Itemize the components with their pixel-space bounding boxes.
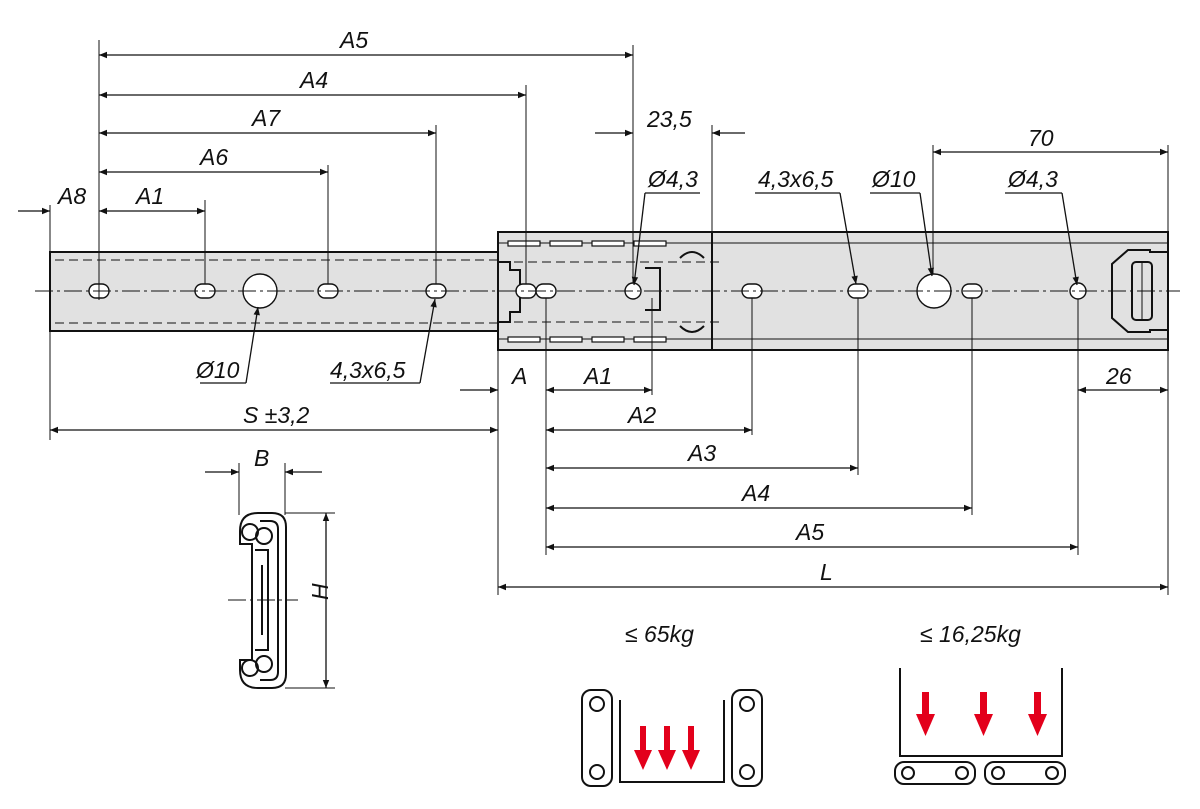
label-26: 26 — [1105, 363, 1132, 389]
label-A2-bottom: A2 — [626, 402, 656, 428]
load-bottom-mounted: ≤ 16,25kg — [894, 621, 1066, 785]
label-A4-top: A4 — [298, 67, 328, 93]
label-A7-top: A7 — [250, 105, 281, 131]
label-load-65kg: ≤ 65kg — [625, 621, 694, 647]
label-H: H — [307, 583, 333, 600]
label-A8-top: A8 — [56, 183, 86, 209]
dimension-labels: A5 A4 A7 A6 A8 A1 23,5 Ø4,3 4,3x6,5 Ø10 … — [56, 27, 1132, 585]
label-S: S ±3,2 — [243, 402, 310, 428]
load-side-mounted: ≤ 65kg — [581, 621, 763, 787]
load-arrows-flat — [916, 692, 1047, 736]
label-A4-bottom: A4 — [740, 480, 770, 506]
label-23-5: 23,5 — [646, 106, 692, 132]
label-dia-4-3-a: Ø4,3 — [647, 166, 698, 192]
dimension-lines — [18, 51, 1168, 591]
label-B: B — [254, 445, 269, 471]
label-A1-bottom: A1 — [582, 363, 612, 389]
label-A1-top: A1 — [134, 183, 164, 209]
label-A6-top: A6 — [198, 144, 228, 170]
label-load-16-25kg: ≤ 16,25kg — [920, 621, 1021, 647]
label-A5-bottom: A5 — [794, 519, 824, 545]
label-slot-right: 4,3x6,5 — [758, 166, 834, 192]
label-70: 70 — [1028, 125, 1054, 151]
label-slot-left: 4,3x6,5 — [330, 357, 406, 383]
label-A3-bottom: A3 — [686, 440, 716, 466]
load-arrows-side — [634, 726, 700, 770]
label-A5-top: A5 — [338, 27, 368, 53]
extension-lines — [49, 40, 1169, 595]
label-dia-4-3-b: Ø4,3 — [1007, 166, 1058, 192]
cross-section-view: B H — [205, 445, 335, 689]
label-dia-10-left: Ø10 — [195, 357, 240, 383]
label-L: L — [820, 559, 833, 585]
label-dia-10-right: Ø10 — [871, 166, 916, 192]
label-A-bottom: A — [510, 363, 527, 389]
